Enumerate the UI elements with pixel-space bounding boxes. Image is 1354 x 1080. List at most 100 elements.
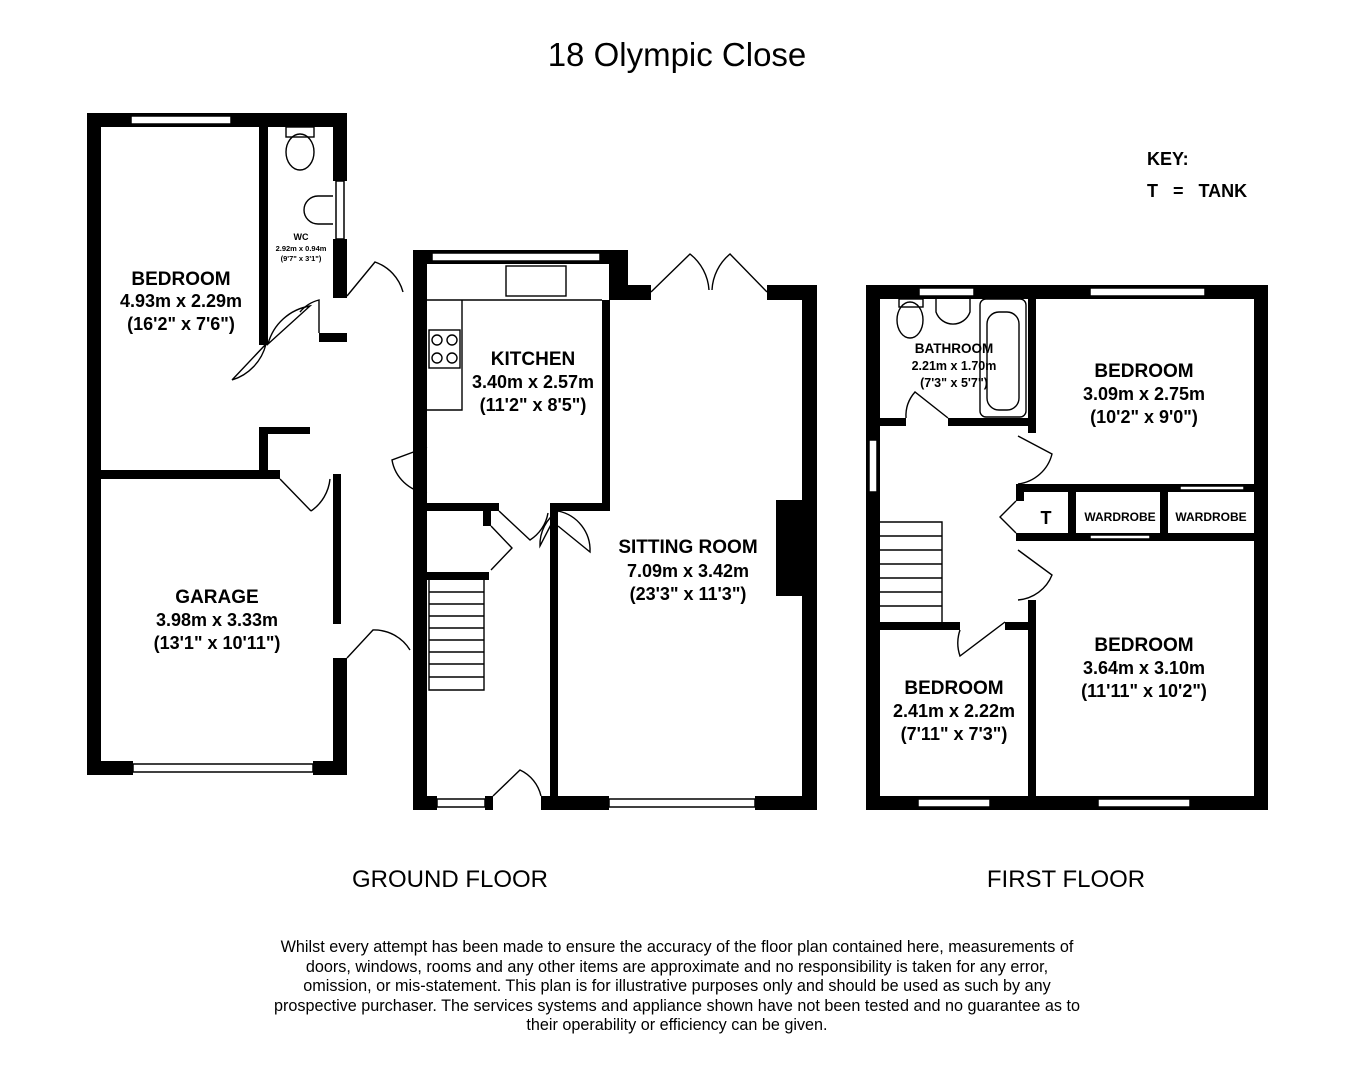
- wc-cistern-icon: [285, 126, 315, 138]
- wc-bottom-wall: [319, 333, 347, 342]
- kitchen-window: [431, 252, 601, 262]
- ff-bedroom1-door: [1017, 435, 1053, 485]
- front-door: [492, 769, 542, 797]
- cupboard-wall: [483, 511, 491, 526]
- bathroom-door: [905, 391, 949, 419]
- garage-rear-door: [346, 629, 411, 659]
- ff-bedroom3-door: [957, 621, 1006, 658]
- bath-inner-icon: [986, 311, 1020, 411]
- wardrobe-divider-wall: [1160, 484, 1168, 541]
- wc-door: [299, 299, 320, 333]
- bedroom-hall-wall: [259, 427, 268, 477]
- first-floor-plan: BATHROOM 2.21m x 1.70m (7'3" x 5'7") BED…: [866, 285, 1268, 810]
- chimney-breast: [776, 500, 802, 596]
- garage-hall-door: [279, 478, 331, 512]
- ff-stairs: [880, 521, 943, 622]
- sitting-right-wall: [802, 285, 817, 810]
- ground-floor-plan: BEDROOM 4.93m x 2.29m (16'2" x 7'6") WC …: [87, 113, 817, 810]
- garden-door-right: [711, 253, 768, 293]
- sitting-door-swing: [557, 510, 591, 554]
- hob-ring-icon: [431, 334, 443, 346]
- ff-bedroom3-name: BEDROOM: [904, 678, 1003, 699]
- hob-ring-icon: [446, 334, 458, 346]
- bedroom-garage-wall: [87, 470, 280, 479]
- first-floor-label: FIRST FLOOR: [986, 866, 1146, 893]
- garage-name: GARAGE: [175, 587, 258, 608]
- plan-title: 18 Olympic Close: [547, 36, 807, 73]
- wc-window: [335, 180, 345, 240]
- wc-name: WC: [294, 232, 309, 242]
- bathroom-window: [918, 287, 975, 297]
- bath-icon: [979, 298, 1027, 418]
- ff-bedroom3-metric: 2.41m x 2.22m: [893, 701, 1015, 721]
- bathroom-basin-icon: [935, 299, 971, 325]
- ff-bedroom1-window: [1089, 287, 1206, 297]
- kitchen-metric: 3.40m x 2.57m: [472, 372, 594, 392]
- wardrobe-1-label: WARDROBE: [1084, 510, 1155, 524]
- side-entrance-door: [346, 261, 404, 297]
- ff-bedroom3-window: [917, 798, 991, 808]
- bedroom2-left-wall: [1028, 600, 1036, 796]
- ff-bedroom2-name: BEDROOM: [1094, 635, 1193, 656]
- key-heading: KEY:: [1147, 149, 1189, 169]
- garage-imperial: (13'1" x 10'11"): [154, 633, 281, 653]
- gf-bedroom-metric: 4.93m x 2.29m: [120, 291, 242, 311]
- gf-bedroom-window: [130, 115, 232, 125]
- bathroom-name: BATHROOM: [915, 341, 994, 356]
- bathroom-bedroom-wall: [1028, 285, 1036, 433]
- sitting-top-left-wall: [609, 285, 651, 300]
- kitchen-bottom-left-wall: [427, 503, 499, 511]
- tank-cupboard-door: [999, 500, 1017, 534]
- disclaimer-text: Whilst every attempt has been made to en…: [274, 938, 1080, 1035]
- wc-imperial: (9'7" x 3'1"): [281, 254, 322, 263]
- understairs-wall: [427, 572, 489, 580]
- bedroom-hall-door: [231, 343, 267, 381]
- ff-bedroom2-door: [1017, 549, 1053, 601]
- front-window: [436, 798, 486, 808]
- tank-label: T: [1041, 508, 1052, 528]
- front-mid-wall: [485, 796, 493, 810]
- ff-bedroom2-metric: 3.64m x 3.10m: [1083, 658, 1205, 678]
- ff-left-wall: [866, 285, 880, 810]
- landing-window: [868, 439, 878, 493]
- bedroom3-top-left-wall: [866, 622, 960, 630]
- wardrobe-left-wall: [1068, 484, 1076, 541]
- sitting-room-name: SITTING ROOM: [618, 537, 757, 558]
- gf-bedroom-imperial: (16'2" x 7'6"): [127, 314, 235, 334]
- ff-right-wall: [1254, 285, 1268, 810]
- sitting-bottom-right-wall: [755, 796, 817, 810]
- wc-right-wall-bottom: [333, 239, 347, 298]
- wc-toilet-icon: [285, 133, 315, 171]
- kitchen-name: KITCHEN: [491, 349, 575, 370]
- gf-bedroom-name: BEDROOM: [131, 269, 230, 290]
- sitting-room-metric: 7.09m x 3.42m: [627, 561, 749, 581]
- kitchen-hall-door: [391, 446, 428, 494]
- bedroom3-top-right-wall: [1005, 622, 1036, 630]
- bathroom-imperial: (7'3" x 5'7"): [920, 376, 988, 390]
- ff-bedroom2-window: [1097, 798, 1191, 808]
- kitchen-rear-door: [498, 510, 549, 541]
- cupboard-door: [490, 525, 513, 571]
- bathroom-cistern-icon: [898, 298, 924, 308]
- hall-stub: [268, 427, 310, 434]
- hob-ring-icon: [446, 352, 458, 364]
- wc-metric: 2.92m x 0.94m: [276, 244, 327, 253]
- sitting-front-window: [608, 798, 756, 808]
- wardrobe-2-label: WARDROBE: [1175, 510, 1246, 524]
- tank-top-wall: [1016, 484, 1024, 501]
- bathroom-bottom-right-wall: [948, 418, 1028, 426]
- sitting-room-imperial: (23'3" x 11'3"): [630, 584, 747, 604]
- wardrobe-1-doors: [1089, 534, 1151, 540]
- ff-bedroom1-name: BEDROOM: [1094, 361, 1193, 382]
- kitchen-right-wall: [602, 300, 610, 510]
- wardrobe-2-doors: [1179, 485, 1245, 491]
- hall-sitting-wall: [550, 503, 558, 810]
- wc-basin-icon: [303, 195, 333, 225]
- garage-metric: 3.98m x 3.33m: [156, 610, 278, 630]
- bathroom-metric: 2.21m x 1.70m: [912, 359, 997, 373]
- ff-bedroom1-metric: 3.09m x 2.75m: [1083, 384, 1205, 404]
- bathroom-bottom-left-wall: [866, 418, 906, 426]
- garage-door: [132, 763, 314, 773]
- kitchen-imperial: (11'2" x 8'5"): [480, 395, 587, 415]
- garden-door-left: [650, 253, 710, 293]
